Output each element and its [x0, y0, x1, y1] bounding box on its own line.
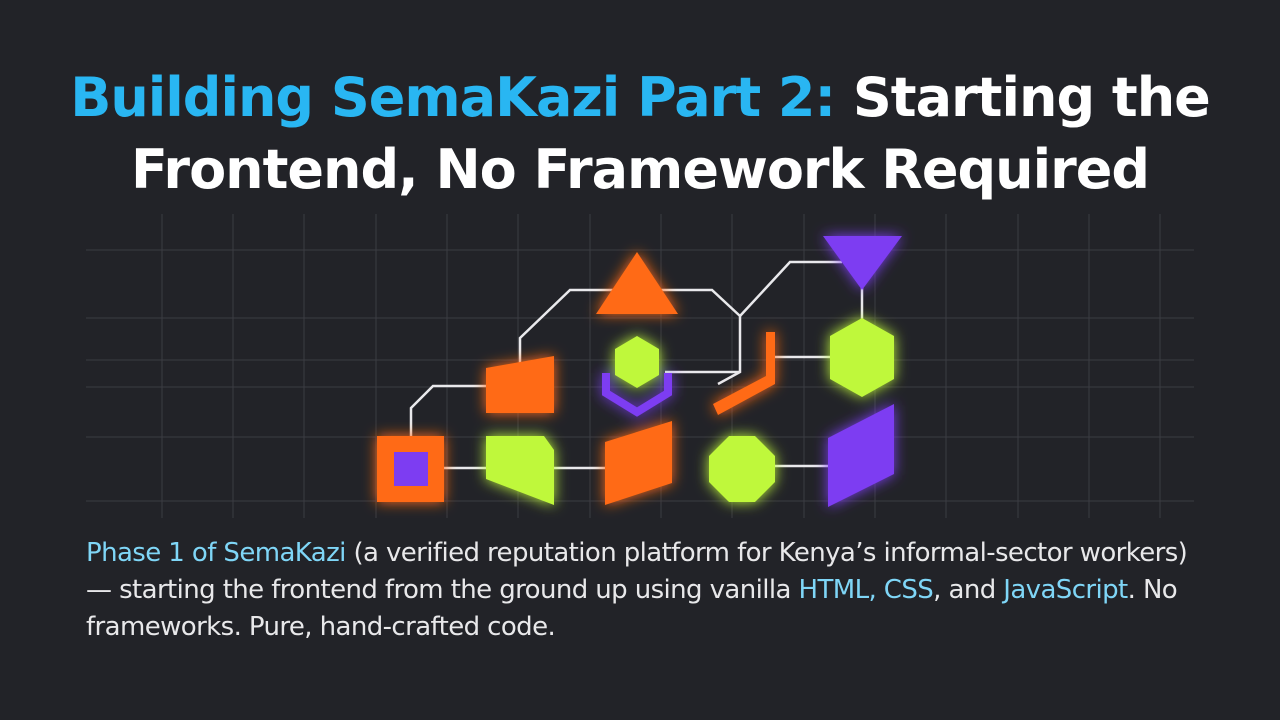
lime-small-hexagon [615, 336, 659, 388]
page-title: Building SemaKazi Part 2: Starting the F… [0, 62, 1280, 206]
description-text-1: (a verified reputation platform for Keny… [86, 538, 1188, 605]
description-text-3: . No frameworks. Pure, hand-crafted code… [86, 575, 1178, 642]
lime-trapezoid [486, 436, 554, 505]
title-rest: Starting the Frontend, No Framework Requ… [131, 66, 1211, 201]
highlight-html-css: HTML, CSS [798, 575, 934, 605]
orange-angle-stroke [713, 332, 775, 415]
orange-parallelogram [605, 421, 672, 505]
purple-triangle [823, 236, 902, 290]
lime-octagon [709, 436, 775, 502]
purple-parallelogram [828, 404, 894, 507]
title-accent: Building SemaKazi Part 2: [70, 66, 836, 129]
connector-lines [409, 260, 864, 470]
orange-trapezoid [486, 356, 554, 413]
description: Phase 1 of SemaKazi (a verified reputati… [86, 535, 1196, 646]
purple-inner-square [394, 452, 428, 486]
description-text-2: , and [933, 575, 1004, 605]
orange-triangle [596, 252, 678, 314]
lime-large-hexagon [830, 318, 894, 397]
highlight-javascript: JavaScript [1003, 575, 1128, 605]
highlight-phase: Phase 1 of SemaKazi [86, 538, 346, 568]
purple-chevron [602, 373, 672, 417]
